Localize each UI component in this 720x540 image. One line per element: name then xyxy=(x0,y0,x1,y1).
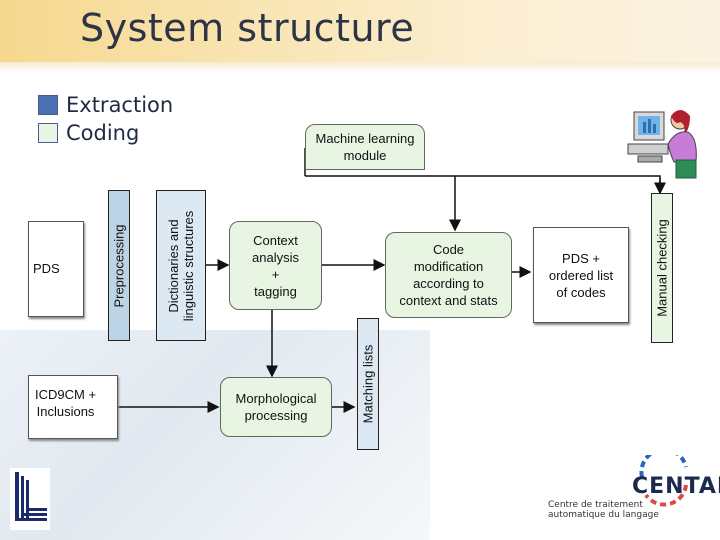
code-line-2: modification xyxy=(413,259,484,274)
legend-coding: Coding xyxy=(38,121,140,145)
machine-learning-module: Machine learning module xyxy=(305,124,425,170)
title-bar xyxy=(0,0,720,62)
context-line-1: Context xyxy=(253,232,298,248)
person-at-computer-icon xyxy=(627,110,697,179)
icd-line-2: Inclusions xyxy=(36,404,95,419)
legend-coding-label: Coding xyxy=(66,121,140,145)
title-bar-fade xyxy=(0,62,720,72)
code-modification-box: Code modification according to context a… xyxy=(385,232,512,318)
pds-output-line-2: ordered list xyxy=(548,267,614,283)
code-line-4: context and stats xyxy=(399,293,498,308)
cental-sub-line-2: automatique du langage xyxy=(548,510,659,520)
preprocessing-label: Preprocessing xyxy=(111,223,127,308)
pds-input-label: PDS xyxy=(33,261,60,276)
machine-learning-label: Machine learning module xyxy=(315,131,415,163)
morph-line-2: processing xyxy=(244,408,308,423)
university-logo xyxy=(10,468,50,530)
dictionaries-bar: Dictionaries and linguistic structures xyxy=(156,190,206,341)
manual-checking-label: Manual checking xyxy=(654,219,670,317)
code-line-1: Code xyxy=(432,242,465,257)
matching-lists-label: Matching lists xyxy=(360,344,376,424)
dictionaries-label: Dictionaries and linguistic structures xyxy=(166,210,196,321)
morph-line-1: Morphological xyxy=(235,391,317,406)
cental-name: CENTAL xyxy=(632,474,720,499)
preprocessing-bar: Preprocessing xyxy=(108,190,130,341)
pds-output-line-1: PDS + xyxy=(562,250,600,266)
cental-sub-line-1: Centre de traitement xyxy=(548,500,643,510)
context-analysis-box: Context analysis + tagging xyxy=(229,221,322,310)
page-title: System structure xyxy=(80,6,415,50)
pds-output-document: PDS + ordered list of codes xyxy=(533,227,629,323)
dictionaries-line-2: linguistic structures xyxy=(181,210,196,321)
legend-coding-swatch xyxy=(38,123,58,143)
code-line-3: according to xyxy=(413,276,484,291)
manual-checking-bar: Manual checking xyxy=(651,193,673,343)
context-line-3: + xyxy=(271,266,280,282)
legend-extraction-label: Extraction xyxy=(66,93,174,117)
pds-output-line-3: of codes xyxy=(556,284,606,300)
legend-extraction-swatch xyxy=(38,95,58,115)
context-line-2: analysis xyxy=(252,249,299,265)
cental-subtitle: Centre de traitement automatique du lang… xyxy=(548,500,659,520)
icd9cm-document: ICD9CM + Inclusions xyxy=(28,375,118,439)
dictionaries-line-1: Dictionaries and xyxy=(166,218,181,313)
icd-line-1: ICD9CM + xyxy=(35,387,97,402)
matching-lists-bar: Matching lists xyxy=(357,318,379,450)
legend-extraction: Extraction xyxy=(38,93,174,117)
pds-input-document: PDS xyxy=(28,221,84,317)
morphological-box: Morphological processing xyxy=(220,377,332,437)
context-line-4: tagging xyxy=(254,283,297,299)
